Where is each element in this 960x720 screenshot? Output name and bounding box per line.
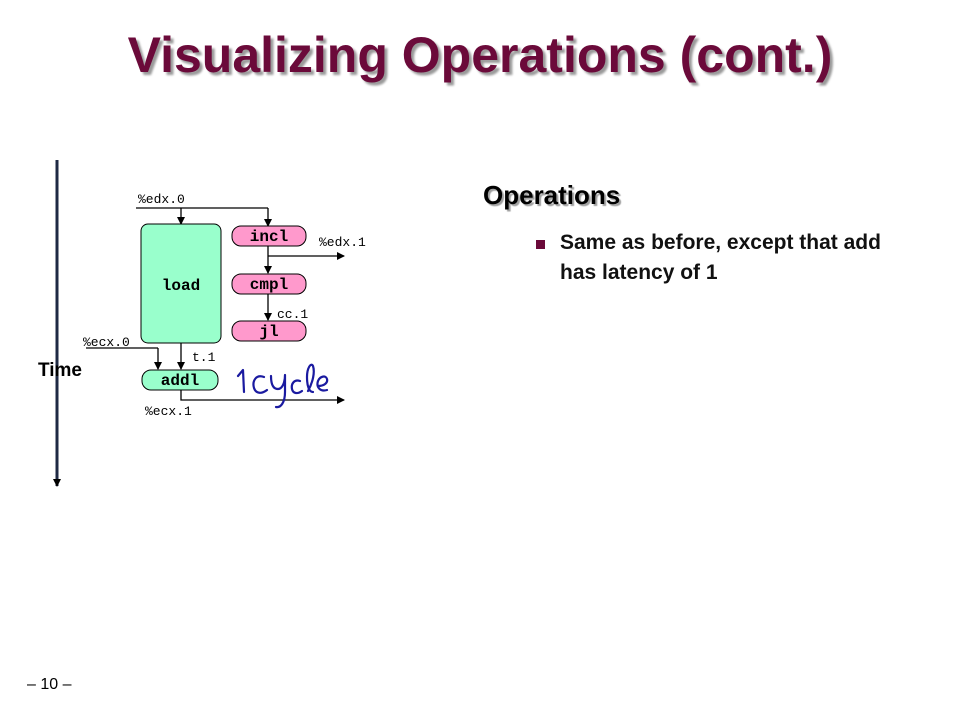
- jl-op-label: jl: [259, 323, 278, 341]
- handwritten-note-1-cycle: [236, 363, 329, 409]
- cmpl-op-label: cmpl: [250, 276, 288, 294]
- register-ecx0: %ecx.0: [83, 335, 130, 350]
- operations-heading: Operations: [483, 180, 621, 210]
- register-t1: t.1: [192, 350, 216, 365]
- square-bullet-icon: [536, 240, 545, 249]
- incl-op-box: [231, 225, 307, 247]
- jl-op-box: [231, 320, 307, 342]
- page-number: – 10 –: [27, 676, 72, 693]
- addl-op-label: addl: [161, 372, 199, 390]
- bullet-text: Same as before, except that add has late…: [560, 231, 881, 284]
- register-edx1: %edx.1: [319, 235, 366, 250]
- slide-title: Visualizing Operations (cont.): [127, 27, 833, 83]
- incl-op-label: incl: [250, 228, 288, 246]
- time-label: Time: [38, 360, 82, 381]
- load-op-box: [140, 223, 222, 344]
- load-op-label: load: [162, 277, 200, 295]
- register-cc1: cc.1: [277, 307, 308, 322]
- cmpl-op-box: [231, 273, 307, 295]
- register-edx0: %edx.0: [138, 192, 185, 207]
- register-ecx1: %ecx.1: [145, 404, 192, 419]
- addl-op-box: [141, 369, 219, 391]
